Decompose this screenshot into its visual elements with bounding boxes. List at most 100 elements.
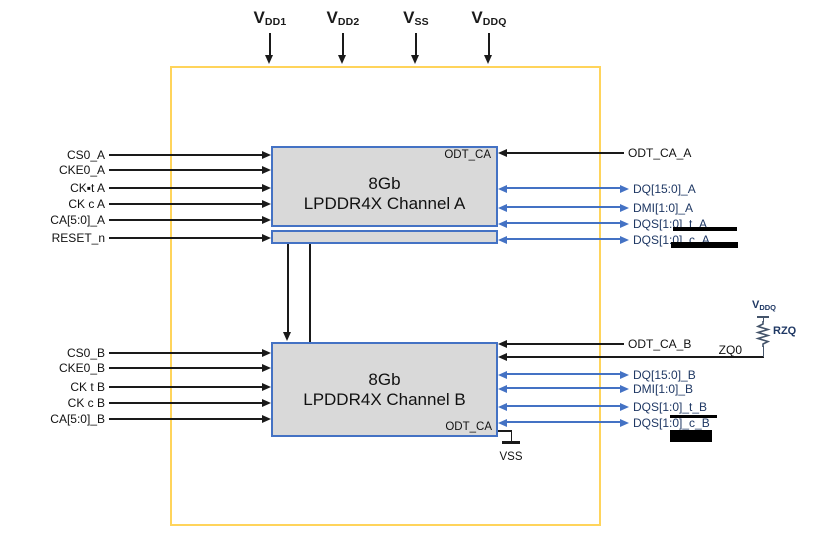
cs0-b-label: CS0_B: [66, 346, 105, 360]
ck-c-b-arrow-icon: [262, 399, 271, 407]
dqs-c-a-wire: [506, 238, 620, 240]
signal-row-dq-a: DQ[15:0]_A: [0, 182, 830, 196]
dq-b-right-arrow-icon: [620, 371, 629, 379]
ck-t-a-arrow-icon: [262, 184, 271, 192]
dq-b-wire: [506, 373, 620, 375]
ck-c-a-wire: [109, 203, 262, 205]
ck-t-a-wire: [109, 187, 262, 189]
vddq-sub: DDQ: [482, 16, 507, 28]
signal-row-odt-ca-b: ODT_CA_B: [0, 337, 830, 351]
signal-row-dqs-c-b: DQS[1:0]_c_B: [0, 416, 830, 430]
power-pin-vdd2: VDD2: [311, 8, 375, 66]
vss-down-arrow-icon: [411, 55, 419, 64]
zq0-label: ZQ0: [718, 343, 742, 357]
cke0-b-label: CKE0_B: [58, 361, 105, 375]
ca-bus-a-wire: [109, 219, 262, 221]
dmi-a-left-arrow-icon: [498, 204, 507, 212]
vss-ground-label: VSS: [499, 451, 523, 463]
rzq-bottom-lead: [762, 346, 764, 357]
zq0-wire: [506, 356, 764, 358]
dqs-c-b-label: DQS[1:0]_c_B: [633, 416, 710, 430]
odt-ca-a-wire: [507, 152, 624, 154]
vddq-rail-label: VDDQ: [748, 299, 780, 314]
interchannel-down-arrow-icon: [283, 332, 291, 341]
power-pin-vss: VSS: [384, 8, 448, 66]
dmi-b-label: DMI[1:0]_B: [633, 382, 694, 396]
vddq-main: V: [471, 8, 483, 27]
vdd1-main: V: [253, 8, 265, 27]
ca-bus-a-label: CA[5:0]_A: [50, 213, 105, 227]
dqs-c-b-right-arrow-icon: [620, 419, 629, 427]
dqs-c-b-wire: [506, 421, 620, 423]
ck-c-b-label: CK c B: [67, 396, 105, 410]
signal-row-ck-c-b: CK c B: [0, 396, 830, 410]
ca-bus-a-arrow-icon: [262, 216, 271, 224]
ck-c-a-label: CK c A: [68, 197, 105, 211]
vddq-wire: [488, 33, 490, 56]
dq-a-right-arrow-icon: [620, 185, 629, 193]
dmi-a-wire: [506, 206, 620, 208]
vdd1-wire: [269, 33, 271, 56]
signal-row-ck-t-a: CK▪t A: [0, 181, 830, 195]
cke0-a-label: CKE0_A: [58, 163, 105, 177]
redaction-bar-dqs-c-a: [671, 241, 738, 248]
signal-row-dqs-t-b: DQS[1:0]_t_B: [0, 400, 830, 414]
ck-t-a-label: CK▪t A: [70, 181, 105, 195]
dq-a-label: DQ[15:0]_A: [633, 182, 696, 196]
signal-row-cke0-a: CKE0_A: [0, 163, 830, 177]
cke0-b-arrow-icon: [262, 364, 271, 372]
cs0-a-wire: [109, 154, 262, 156]
vss-tie-hwire: [498, 430, 512, 432]
signal-row-dmi-b: DMI[1:0]_B: [0, 382, 830, 396]
dq-a-wire: [506, 187, 620, 189]
reset-n-wire: [109, 237, 262, 239]
vss-label: VSS: [384, 8, 448, 28]
vss-sub: SS: [414, 16, 429, 28]
channel-a-block: ODT_CA: [271, 146, 498, 227]
ca-bus-b-label: CA[5:0]_B: [50, 412, 105, 426]
ca-bus-b-wire: [109, 418, 262, 420]
vddq-label: VDDQ: [457, 8, 521, 28]
dqs-t-a-left-arrow-icon: [498, 220, 507, 228]
reset-n-arrow-icon: [262, 234, 271, 242]
cke0-a-wire: [109, 169, 262, 171]
ca-bus-b-arrow-icon: [262, 415, 271, 423]
rzq-label: RZQ: [773, 325, 797, 337]
dmi-a-label: DMI[1:0]_A: [633, 201, 694, 215]
dqs-t-b-wire: [506, 405, 620, 407]
signal-row-dmi-a: DMI[1:0]_A: [0, 201, 830, 215]
signal-row-cke0-b: CKE0_B: [0, 361, 830, 375]
signal-row-cs0-a: CS0_A: [0, 148, 830, 162]
vddq-rail-sub: DDQ: [759, 303, 776, 312]
signal-row-ck-t-b: CK t B: [0, 380, 830, 394]
odt-ca-a-arrow-icon: [498, 149, 507, 157]
vddq-rail-main: V: [751, 299, 760, 311]
package-boundary: [170, 66, 601, 526]
vdd2-wire: [342, 33, 344, 56]
ck-t-b-arrow-icon: [262, 383, 271, 391]
vdd2-main: V: [326, 8, 338, 27]
signal-row-cs0-b: CS0_B: [0, 346, 830, 360]
dqs-t-b-label: DQS[1:0]_t_B: [633, 400, 708, 414]
signal-row-ca-bus-a: CA[5:0]_A: [0, 213, 830, 227]
signal-row-ca-bus-b: CA[5:0]_B: [0, 412, 830, 426]
ground-bar-icon: [502, 441, 520, 444]
channel-a-bottom-strip: [271, 230, 498, 244]
dmi-b-left-arrow-icon: [498, 385, 507, 393]
odt-ca-a-label: ODT_CA_A: [628, 146, 692, 160]
rzq-top-lead: [762, 317, 764, 322]
zq0-arrow-icon: [498, 353, 507, 361]
redaction-bar-dqs-c-b: [670, 430, 712, 442]
ck-c-b-wire: [109, 402, 262, 404]
vdd2-sub: DD2: [337, 16, 360, 28]
dmi-b-right-arrow-icon: [620, 385, 629, 393]
ck-t-b-label: CK t B: [70, 380, 105, 394]
dq-b-label: DQ[15:0]_B: [633, 368, 696, 382]
vdd1-down-arrow-icon: [265, 55, 273, 64]
odt-ca-b-arrow-icon: [498, 340, 507, 348]
odt-ca-b-label: ODT_CA_B: [628, 337, 692, 351]
signal-row-reset-n: RESET_n: [0, 231, 830, 245]
power-pin-vddq: VDDQ: [457, 8, 521, 66]
dqs-t-b-right-arrow-icon: [620, 403, 629, 411]
